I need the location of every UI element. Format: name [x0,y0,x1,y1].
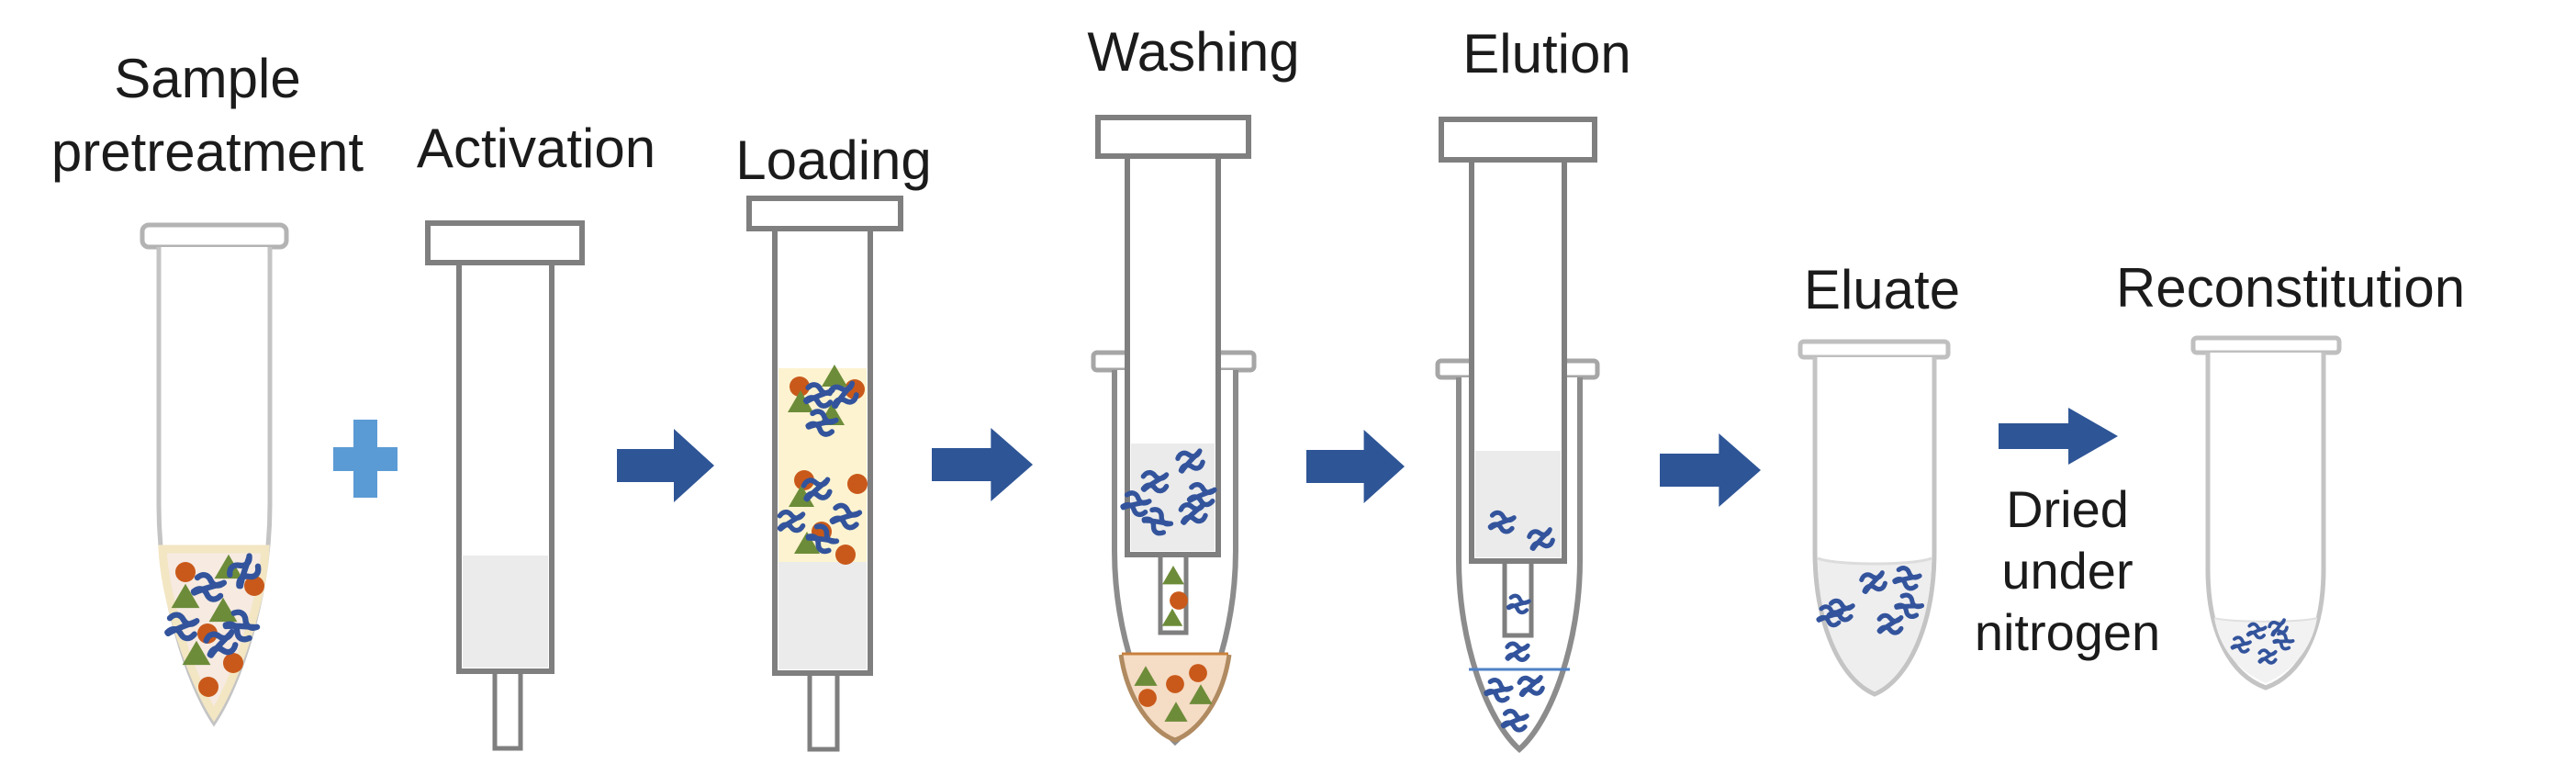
arrow-right-icon [1660,433,1761,507]
dried-under-nitrogen-note: Dried under nitrogen [1975,478,2160,663]
plus-icon [333,420,398,498]
stage-label-eluate: Eluate [1803,259,1961,320]
cartridge-flange [746,196,903,231]
dot-icon [198,677,218,697]
sorbent-bed [1475,451,1561,557]
arrow-right-icon [932,428,1033,501]
label-line: pretreatment [50,121,364,183]
label-line: Sample [114,48,301,109]
dot-icon [223,653,243,673]
stage-label-loading: Loading [735,129,932,191]
arrow-right-icon [1306,430,1405,503]
sorbent-bed [463,556,548,668]
cartridge-flange [1095,115,1251,159]
tube-rim [1798,339,1951,360]
note-line: nitrogen [1974,603,2161,661]
stage-label-activation: Activation [416,118,656,179]
eluate-tube [1798,339,1951,697]
eluate-liquid [1818,558,1932,691]
stage-label-elution: Elution [1462,23,1631,84]
dot-icon [847,474,868,494]
note-line: Dried [2006,480,2129,538]
tube-bottom-outline [1118,654,1232,743]
reconstitution-tube [2190,335,2342,691]
washing-assembly [1091,115,1257,747]
sorbent-bed [778,562,867,669]
sample-tube [140,222,289,727]
dot-icon [1170,591,1188,610]
arrow-right-icon [1999,408,2118,465]
arrow-right-icon [617,429,714,502]
tube-cap-rim [140,222,289,250]
activation-cartridge [425,220,585,751]
cartridge-tip [807,670,840,752]
stage-label-sample-pretreatment: Sample pretreatment [51,42,364,189]
dot-icon [1166,675,1184,693]
tube-body [2205,353,2326,691]
tube-rim [2190,335,2342,355]
dot-icon [1189,664,1207,682]
dot-icon [835,545,856,565]
cartridge-flange [1439,117,1597,163]
loading-cartridge [746,196,903,752]
cartridge-tip [492,668,523,751]
liquid-surface-line [2213,617,2318,623]
wash-waste-liquid [1121,655,1229,740]
dot-icon [1138,689,1157,707]
note-line: under [2001,542,2134,600]
cartridge-flange [425,220,585,265]
elution-assembly [1435,117,1600,754]
stage-label-washing: Washing [1087,21,1300,83]
liquid-surface-line [1817,556,1932,566]
stage-label-reconstitution: Reconstitution [2115,257,2466,319]
dot-icon [175,562,196,582]
